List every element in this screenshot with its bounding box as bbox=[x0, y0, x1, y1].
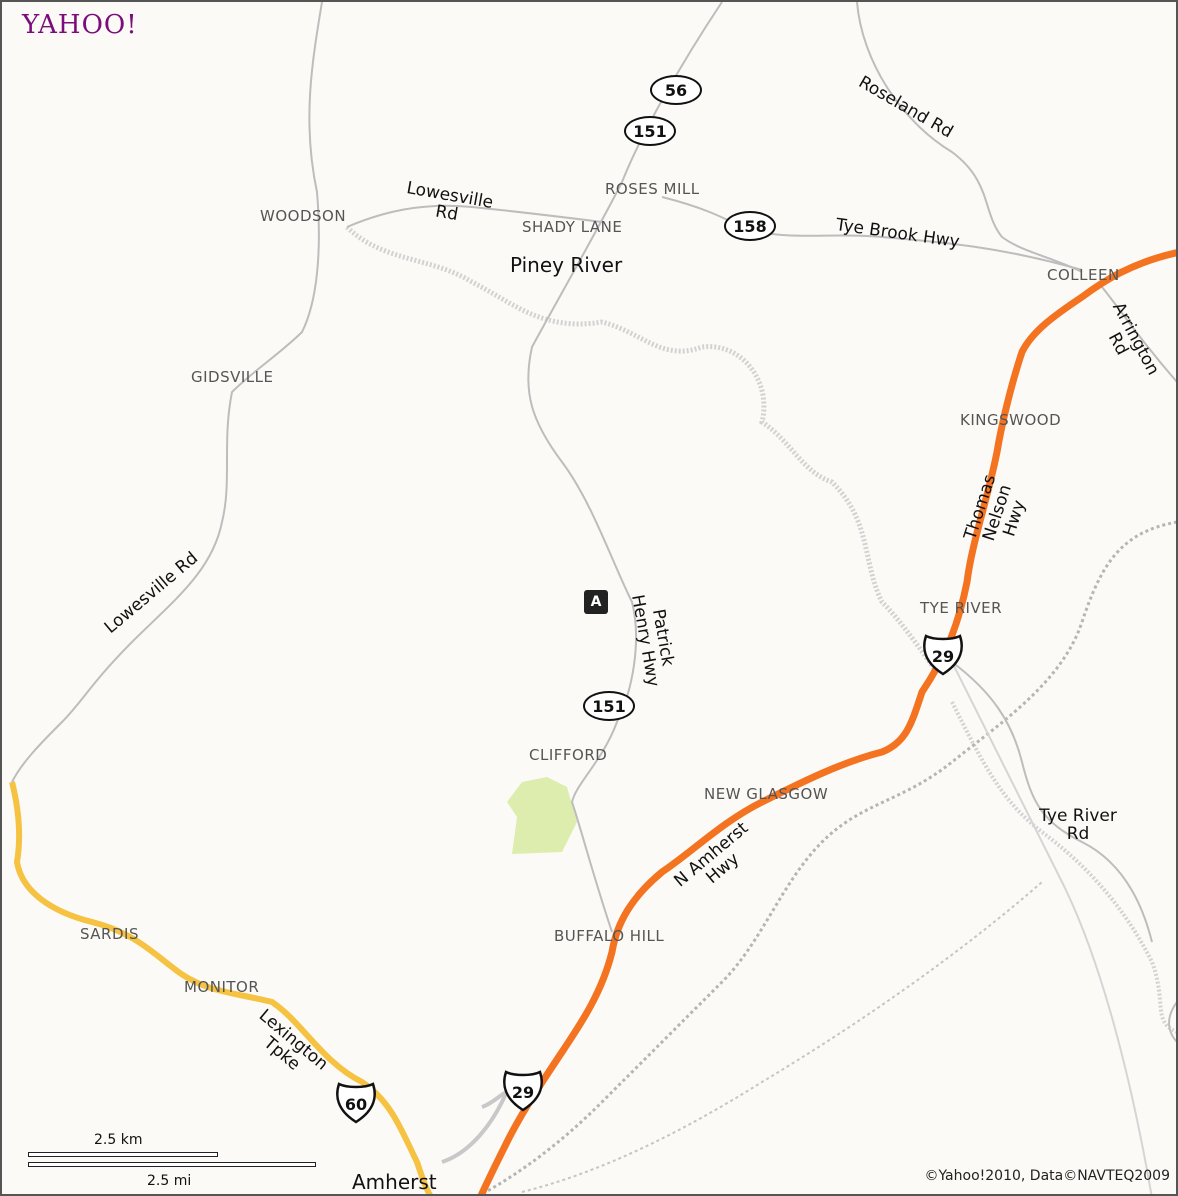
place-label: SHADY LANE bbox=[522, 218, 623, 236]
highway-us60 bbox=[9, 781, 433, 1194]
place-label: COLLEEN bbox=[1047, 266, 1120, 284]
place-label: ROSES MILL bbox=[605, 180, 700, 198]
route-shield-56[interactable]: 56 bbox=[650, 75, 702, 105]
place-label: CLIFFORD bbox=[529, 746, 608, 764]
us-shield-icon bbox=[336, 1082, 376, 1124]
railway-south bbox=[521, 881, 1043, 1193]
place-label: SARDIS bbox=[80, 925, 139, 943]
us-shield-icon bbox=[923, 634, 963, 676]
shield-number: 151 bbox=[633, 121, 667, 141]
route-shield-151[interactable]: 151 bbox=[624, 116, 676, 146]
place-label: WOODSON bbox=[260, 207, 347, 225]
shield-number: 60 bbox=[344, 1094, 368, 1114]
place-label: KINGSWOOD bbox=[960, 411, 1062, 429]
us-shield-60[interactable]: 60 bbox=[335, 1080, 377, 1124]
road-tye-river bbox=[951, 661, 1153, 943]
river-piney bbox=[345, 225, 940, 674]
road-woodson bbox=[11, 2, 323, 783]
road-amherst-west bbox=[441, 1091, 508, 1164]
road-tye-brook bbox=[661, 196, 1083, 271]
highway-us29 bbox=[477, 249, 1176, 1194]
shield-number: 56 bbox=[664, 80, 688, 100]
road-colleen-south bbox=[941, 641, 1153, 1194]
shield-number: 151 bbox=[592, 696, 626, 716]
scale-km-bar bbox=[28, 1152, 218, 1157]
road-lowesville-north bbox=[346, 204, 603, 228]
road-arrington bbox=[1101, 286, 1176, 383]
road-east-stub bbox=[1168, 1001, 1176, 1043]
railway-east bbox=[481, 520, 1176, 1194]
scale-mi-label: 2.5 mi bbox=[147, 1173, 192, 1189]
road-label-tye-river: Tye River Rd bbox=[1039, 806, 1117, 844]
river-tye bbox=[950, 701, 1176, 1034]
copyright-text: ©Yahoo!2010, Data©NAVTEQ2009 bbox=[924, 1168, 1170, 1184]
place-label: TYE RIVER bbox=[920, 599, 1003, 617]
us-shield-29[interactable]: 29 bbox=[502, 1068, 544, 1112]
yahoo-logo[interactable]: YAHOO! bbox=[22, 10, 138, 40]
place-label: BUFFALO HILL bbox=[554, 927, 665, 945]
route-shield-158[interactable]: 158 bbox=[724, 211, 776, 241]
park-area bbox=[507, 777, 577, 854]
place-label: MONITOR bbox=[184, 978, 260, 996]
us-shield-icon bbox=[503, 1070, 543, 1112]
shield-number: 158 bbox=[733, 216, 767, 236]
scale-km-label: 2.5 km bbox=[94, 1132, 143, 1148]
town-amherst: Amherst bbox=[352, 1170, 437, 1194]
location-marker-a[interactable]: A bbox=[584, 590, 608, 614]
road-roseland bbox=[856, 2, 1083, 273]
shield-number: 29 bbox=[931, 646, 955, 666]
scale-mi-bar bbox=[28, 1162, 316, 1167]
shield-number: 29 bbox=[511, 1082, 535, 1102]
road-patrick-henry-north bbox=[527, 2, 723, 933]
place-label: GIDSVILLE bbox=[191, 368, 274, 386]
place-label: NEW GLASGOW bbox=[704, 785, 829, 803]
route-shield-151[interactable]: 151 bbox=[583, 691, 635, 721]
town-piney-river: Piney River bbox=[510, 253, 623, 277]
us-shield-29[interactable]: 29 bbox=[922, 632, 964, 676]
